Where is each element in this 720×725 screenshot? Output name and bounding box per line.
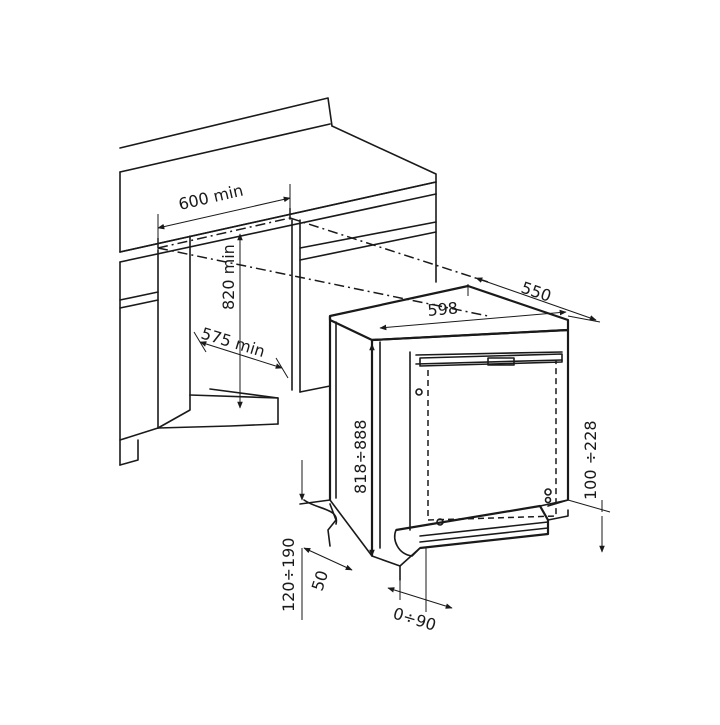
kickplate	[395, 504, 550, 550]
door-outline	[427, 360, 557, 521]
appliance-width-line	[379, 309, 567, 331]
countertop-back	[119, 123, 331, 173]
label-appliance-depth: 550	[519, 278, 554, 306]
label-plinth-height: 100 ÷228	[581, 420, 600, 500]
appliance-depth-line	[475, 277, 597, 321]
countertop-edge	[119, 97, 437, 253]
label-foot-height: 120÷190	[279, 538, 298, 612]
niche-depth-line	[199, 341, 283, 369]
kitchen-cabinets	[119, 97, 437, 466]
label-appliance-width: 598	[427, 298, 459, 320]
label-plinth-setback: 50	[308, 568, 332, 593]
dishwasher-body	[299, 284, 570, 581]
label-niche-height: 820 min	[219, 244, 238, 310]
label-door-offset: 0÷90	[391, 604, 439, 635]
dimension-lines	[157, 184, 611, 620]
niche-width-line	[157, 196, 291, 230]
label-niche-depth: 575 min	[199, 324, 267, 361]
dishwasher-front	[371, 328, 570, 500]
plinth-setback-line	[303, 547, 353, 571]
control-panel	[419, 353, 563, 367]
door-offset-line	[387, 587, 453, 609]
door-handle	[487, 357, 515, 366]
label-niche-width: 600 min	[177, 181, 245, 214]
label-appliance-height: 818÷888	[351, 420, 370, 494]
